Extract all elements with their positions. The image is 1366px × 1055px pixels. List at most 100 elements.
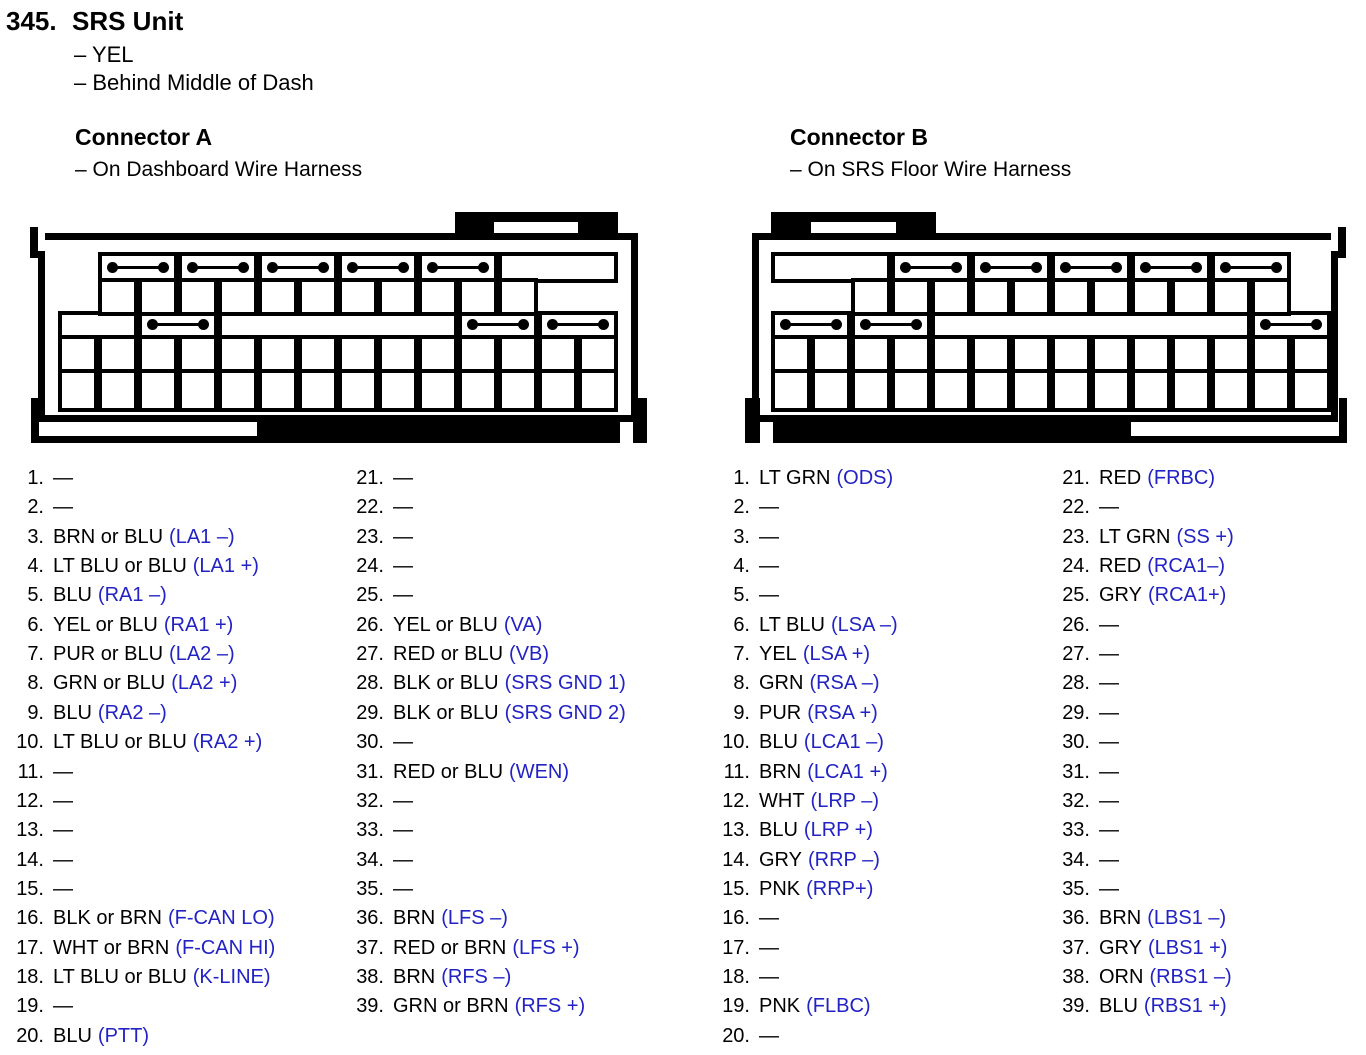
pin-list-row-a-1: 1.—: [8, 464, 73, 493]
connector-b-pin-cell-28: [851, 369, 891, 412]
pin-list-row-a-11: 11.—: [8, 758, 73, 787]
signal-name: (SRS GND 1): [504, 672, 626, 694]
connector-a-upper-strip-jumper-cell: [178, 252, 258, 283]
page-title: SRS Unit: [72, 6, 184, 36]
connector-a-pin-cell-1: [98, 278, 138, 316]
connector-b-lower-strip-jumper-cell: [851, 311, 931, 339]
pin-number: 31.: [1062, 761, 1090, 783]
pin-list-row-a-2: 2.—: [8, 493, 73, 522]
connector-a-pin-cell-37: [498, 369, 538, 412]
connector-b-pin-cell-21: [1131, 335, 1171, 373]
pin-list-row-a-15: 15.—: [8, 875, 73, 904]
wire-color: PUR or BLU: [53, 643, 164, 665]
wire-color: LT BLU or BLU: [53, 731, 187, 753]
connector-a-bottom-cap-right: [633, 398, 647, 443]
pin-number: 8.: [733, 672, 750, 694]
wire-color: RED or BLU: [393, 643, 504, 665]
connector-b-pin-cell-22: [1171, 335, 1211, 373]
connector-a-bottom-tab-slot: [620, 422, 633, 443]
connector-b-pin-cell-35: [1131, 369, 1171, 412]
connector-a-shell: [38, 233, 638, 422]
pin-list-row-b-37: 37.GRY(LBS1 +): [1054, 934, 1227, 963]
pin-number: 7.: [733, 643, 750, 665]
wire-color: —: [53, 878, 73, 900]
wire-color: —: [53, 995, 73, 1017]
pin-list-row-b-28: 28.—: [1054, 669, 1119, 698]
connector-b-pin-cell-6: [1051, 278, 1091, 316]
pin-number: 32.: [1062, 790, 1090, 812]
jumper-link: [900, 261, 962, 273]
pin-list-row-b-17: 17.—: [714, 934, 779, 963]
pin-list-row-b-31: 31.—: [1054, 758, 1119, 787]
jumper-link: [780, 319, 842, 330]
pin-list-row-b-38: 38.ORN(RBS1 –): [1054, 963, 1232, 992]
wire-color: —: [393, 555, 413, 577]
wire-color: BRN or BLU: [53, 526, 164, 548]
connector-b-pin-cell-23: [1211, 335, 1251, 373]
pin-list-row-b-16: 16.—: [714, 904, 779, 933]
pin-number: 11.: [17, 761, 44, 783]
wire-color: GRY: [759, 849, 802, 871]
pin-number: 16.: [16, 907, 44, 929]
connector-b-pin-cell-31: [971, 369, 1011, 412]
signal-name: (RFS +): [514, 995, 586, 1017]
connector-a-pin-cell-4: [218, 278, 258, 316]
wire-color: RED: [1099, 467, 1142, 489]
connector-a-pin-cell-24: [538, 335, 578, 373]
connector-b-pin-cell-10: [1211, 278, 1251, 316]
pin-list-row-b-27: 27.—: [1054, 640, 1119, 669]
pin-list-row-a-20: 20.BLU(PTT): [8, 1022, 149, 1051]
wire-color: GRY: [1099, 584, 1142, 606]
signal-name: (LBS1 +): [1147, 937, 1228, 959]
connector-a-pin-cell-28: [138, 369, 178, 412]
wire-color: —: [759, 966, 779, 988]
connector-b-pin-cell-25: [1291, 335, 1331, 373]
connector-b-top-tab: [771, 212, 936, 240]
pin-list-row-a-18: 18.LT BLU or BLU(K-LINE): [8, 963, 270, 992]
wire-color: —: [53, 819, 73, 841]
wire-color: —: [1099, 849, 1119, 871]
wire-color: —: [393, 849, 413, 871]
connector-b-pin-cell-36: [1171, 369, 1211, 412]
connector-b-top-hook: [1338, 227, 1346, 258]
pin-list-row-b-26: 26.—: [1054, 611, 1119, 640]
wire-color: RED or BLU: [393, 761, 504, 783]
pin-list-row-b-34: 34.—: [1054, 846, 1119, 875]
wire-color: BLU: [53, 702, 92, 724]
wire-color: —: [53, 849, 73, 871]
pin-list-row-b-4: 4.—: [714, 552, 779, 581]
connector-b-pin-cell-29: [891, 369, 931, 412]
wire-color: BRN: [759, 761, 802, 783]
connector-a-pin-cell-25: [578, 335, 618, 373]
connector-a-pin-cell-11: [498, 278, 538, 316]
pin-number: 36.: [1062, 907, 1090, 929]
wire-color: BLU: [53, 1025, 92, 1047]
pin-number: 27.: [1062, 643, 1090, 665]
pin-list-row-b-10: 10.BLU(LCA1 –): [714, 728, 884, 757]
pin-number: 20.: [722, 1025, 750, 1047]
pin-number: 17.: [722, 937, 750, 959]
pin-number: 9.: [733, 702, 750, 724]
connector-b-pin-cell-7: [1091, 278, 1131, 316]
connector-a-subheading: – On Dashboard Wire Harness: [75, 158, 363, 181]
pin-list-row-b-15: 15.PNK(RRP+): [714, 875, 873, 904]
pin-number: 19.: [722, 995, 750, 1017]
pin-list-row-b-36: 36.BRN(LBS1 –): [1054, 904, 1226, 933]
wire-color: BLK or BLU: [393, 702, 499, 724]
signal-name: (LCA1 +): [807, 761, 888, 783]
wire-color: BLK or BLU: [393, 672, 499, 694]
wire-color: —: [1099, 614, 1119, 636]
pin-list-row-b-39: 39.BLU(RBS1 +): [1054, 992, 1227, 1021]
connector-a-pin-cell-9: [418, 278, 458, 316]
pin-list-row-b-7: 7.YEL(LSA +): [714, 640, 870, 669]
pin-list-row-a-27: 27.RED or BLU(VB): [348, 640, 549, 669]
connector-b-pin-cell-20: [1091, 335, 1131, 373]
connector-a-pin-cell-35: [418, 369, 458, 412]
connector-b-pin-cell-38: [1251, 369, 1291, 412]
signal-name: (RRP –): [807, 849, 880, 871]
pin-number: 23.: [1062, 526, 1090, 548]
wire-color: GRN or BLU: [53, 672, 166, 694]
pin-number: 38.: [356, 966, 384, 988]
wire-color: GRY: [1099, 937, 1142, 959]
